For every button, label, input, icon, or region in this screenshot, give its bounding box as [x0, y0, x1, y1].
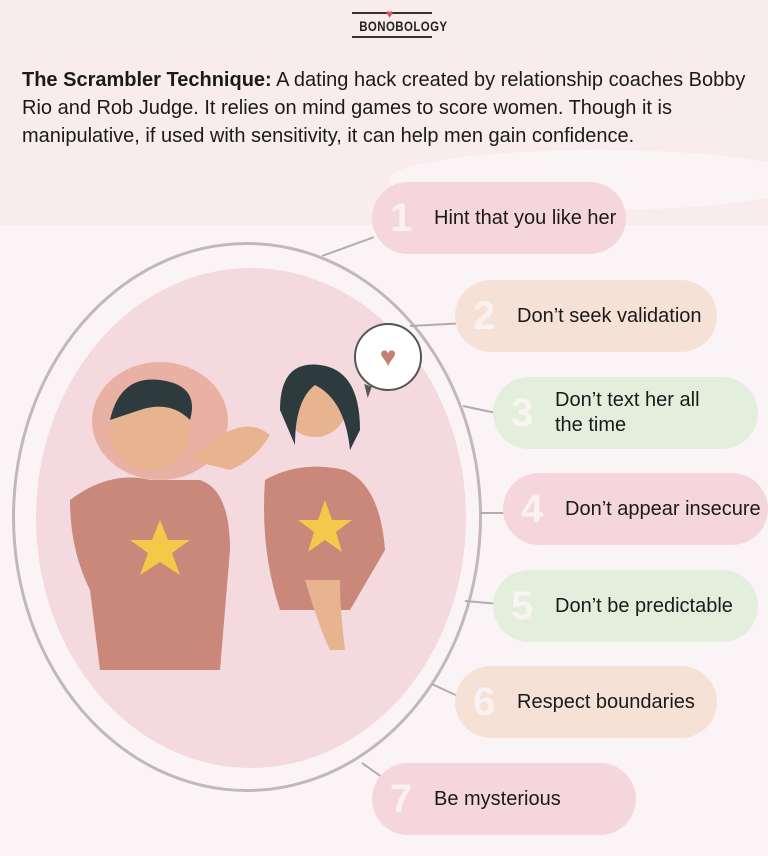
tip-item-7: 7 Be mysterious [372, 763, 636, 835]
brand-name: BONOBOLOGY [359, 18, 448, 34]
tip-number: 4 [521, 486, 544, 531]
heart-icon: ♥ [386, 7, 394, 21]
tip-label: Don’t be predictable [555, 594, 733, 617]
tip-label: Be mysterious [434, 787, 561, 810]
speech-bubble: ♥ [354, 323, 422, 391]
connector-line [409, 322, 460, 327]
intro-body: A dating hack created by relationship co… [22, 69, 746, 147]
couple-illustration [70, 364, 385, 670]
tip-label: Don’t text her all the time [555, 389, 700, 436]
outer-ring [12, 242, 482, 792]
tip-item-4: 4 Don’t appear insecure [503, 473, 768, 545]
tip-label: Hint that you like her [434, 206, 617, 229]
intro-text: The Scrambler Technique: A dating hack c… [22, 66, 752, 150]
brand-logo: ♥ BONOBOLOGY [352, 7, 448, 38]
tip-label: Don’t seek validation [517, 304, 702, 327]
connector-line [462, 405, 495, 414]
tip-item-2: 2 Don’t seek validation [455, 280, 717, 352]
tip-number: 6 [473, 679, 496, 724]
connector-line [321, 236, 374, 257]
tip-number: 1 [390, 195, 413, 240]
tip-label: Don’t appear insecure [565, 497, 761, 520]
tip-number: 3 [511, 390, 534, 435]
tip-number: 2 [473, 293, 496, 338]
tip-item-5: 5 Don’t be predictable [493, 570, 758, 642]
intro-title: The Scrambler Technique: [22, 69, 272, 91]
tip-item-3: 3 Don’t text her all the time [493, 377, 758, 449]
tip-label: Respect boundaries [517, 690, 695, 713]
divider [352, 36, 432, 38]
connector-line [480, 512, 508, 514]
tip-item-1: 1 Hint that you like her [372, 182, 626, 254]
tip-number: 5 [511, 583, 534, 628]
heart-icon: ♥ [379, 341, 397, 372]
tip-number: 7 [390, 776, 413, 821]
divider [352, 12, 432, 14]
tip-item-6: 6 Respect boundaries [455, 666, 717, 738]
